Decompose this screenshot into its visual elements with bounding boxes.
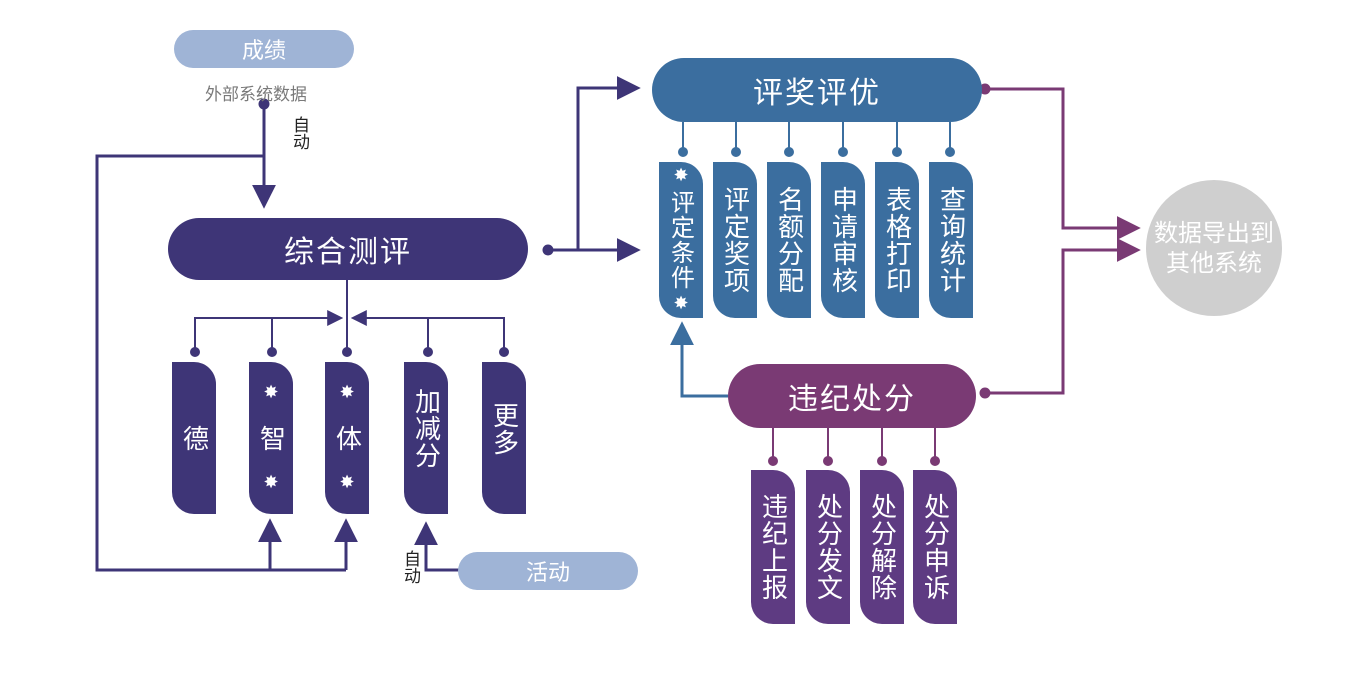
comprehensive-bus bbox=[190, 280, 509, 357]
activity-connector bbox=[414, 521, 460, 572]
star-icon: ✸ bbox=[339, 471, 355, 493]
column-form-print-label: 表格打印 bbox=[881, 186, 912, 294]
star-icon: ✸ bbox=[673, 165, 689, 186]
column-award-condition: ✸ 评定条件 ✸ bbox=[659, 162, 703, 318]
column-penalty-removal-label: 处分解除 bbox=[866, 493, 897, 601]
column-violation-report: 违纪上报 bbox=[751, 470, 795, 624]
column-penalty-removal: 处分解除 bbox=[860, 470, 904, 624]
column-intellect-label: 智 bbox=[255, 424, 286, 452]
column-bonus-label: 加减分 bbox=[410, 388, 441, 469]
column-form-print: 表格打印 bbox=[875, 162, 919, 318]
column-penalty-issue-label: 处分发文 bbox=[812, 493, 843, 601]
discipline-title: 违纪处分 bbox=[788, 382, 916, 417]
column-penalty-appeal-label: 处分申诉 bbox=[919, 493, 950, 601]
grades-sublabel: 外部系统数据 bbox=[205, 85, 307, 105]
export-connectors bbox=[979, 83, 1141, 399]
discipline-bus bbox=[768, 428, 940, 466]
column-violation-report-label: 违纪上报 bbox=[757, 493, 788, 601]
column-award-condition-label: 评定条件 bbox=[666, 190, 695, 290]
column-more-label: 更多 bbox=[488, 402, 519, 456]
discipline-to-award bbox=[670, 321, 728, 398]
award-pill: 评奖评优 bbox=[652, 58, 982, 122]
column-penalty-issue: 处分发文 bbox=[806, 470, 850, 624]
comprehensive-title: 综合测评 bbox=[284, 235, 412, 270]
export-circle: 数据导出到 其他系统 bbox=[1146, 180, 1282, 316]
star-icon: ✸ bbox=[339, 382, 355, 404]
export-label-line1: 数据导出到 bbox=[1154, 219, 1274, 247]
column-application-review: 申请审核 bbox=[821, 162, 865, 318]
column-quota: 名额分配 bbox=[767, 162, 811, 318]
grades-label: 成绩 bbox=[241, 39, 286, 64]
column-query-stats-label: 查询统计 bbox=[935, 186, 966, 294]
award-title: 评奖评优 bbox=[753, 76, 881, 111]
column-bonus: 加减分 bbox=[404, 362, 448, 514]
column-physical: ✸ 体 ✸ bbox=[325, 362, 369, 514]
grades-auto-label: 自动 bbox=[289, 116, 309, 150]
award-bus bbox=[678, 122, 955, 157]
column-penalty-appeal: 处分申诉 bbox=[913, 470, 957, 624]
star-icon: ✸ bbox=[673, 293, 689, 314]
activity-auto-label: 自动 bbox=[400, 550, 420, 584]
column-moral: 德 bbox=[172, 362, 216, 514]
column-award-item-label: 评定奖项 bbox=[719, 186, 750, 294]
column-more: 更多 bbox=[482, 362, 526, 514]
comprehensive-pill: 综合测评 bbox=[168, 218, 528, 280]
column-award-item: 评定奖项 bbox=[713, 162, 757, 318]
column-quota-label: 名额分配 bbox=[773, 186, 804, 294]
grades-connector bbox=[252, 98, 276, 209]
export-label-line2: 其他系统 bbox=[1166, 249, 1262, 277]
column-intellect: ✸ 智 ✸ bbox=[249, 362, 293, 514]
star-icon: ✸ bbox=[263, 471, 279, 493]
activity-pill: 活动 bbox=[458, 552, 638, 590]
star-icon: ✸ bbox=[263, 382, 279, 404]
discipline-pill: 违纪处分 bbox=[728, 364, 976, 428]
column-query-stats: 查询统计 bbox=[929, 162, 973, 318]
column-physical-label: 体 bbox=[331, 424, 362, 452]
comprehensive-to-award bbox=[542, 76, 641, 262]
column-moral-label: 德 bbox=[178, 424, 209, 452]
activity-label: 活动 bbox=[525, 561, 570, 586]
grades-pill: 成绩 bbox=[174, 30, 354, 68]
column-application-review-label: 申请审核 bbox=[827, 186, 858, 294]
feedback-loop bbox=[95, 154, 358, 572]
